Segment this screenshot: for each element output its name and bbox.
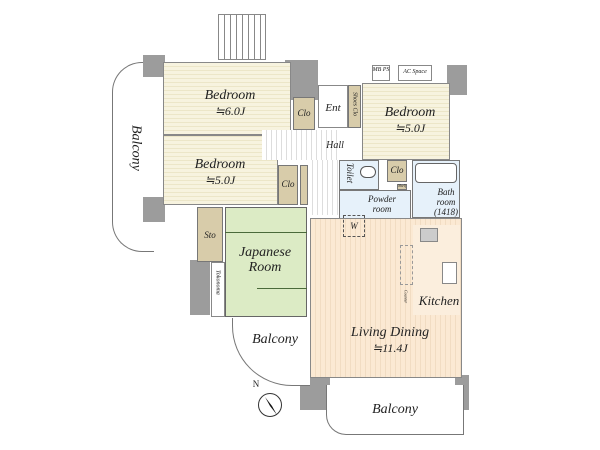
wall-block — [143, 55, 165, 77]
hall-label: Hall — [326, 140, 344, 151]
kitchen-label: Kitchen — [418, 293, 460, 308]
balcony-bottom — [326, 385, 464, 435]
tokonoma-label: Tokonoma — [214, 270, 221, 295]
storage-label: Sto — [204, 230, 216, 240]
bedroom-3-label: Bedroom — [384, 105, 436, 120]
hall — [262, 130, 340, 160]
closet — [387, 160, 407, 182]
balcony-bottom-label: Balcony — [372, 402, 418, 417]
powder-room-label: Powder room — [368, 194, 396, 214]
stove-icon — [420, 228, 438, 242]
bedroom-1-label: Bedroom — [204, 88, 256, 103]
shelf — [397, 184, 407, 190]
shoes-closet — [348, 85, 361, 128]
bedroom-2-size: ≒5.0J — [204, 173, 236, 187]
entrance — [318, 85, 348, 128]
bathtub-icon — [415, 163, 457, 183]
wall-block — [143, 197, 165, 222]
balcony-left-label: Balcony — [128, 125, 144, 171]
toilet-label: Toilet — [344, 163, 355, 184]
shelf-label: Shelf — [398, 183, 406, 188]
closet-label: Clo — [390, 165, 404, 175]
living-dining-size: ≒11.4J — [372, 341, 408, 355]
bedroom-3-size: ≒5.0J — [394, 121, 426, 135]
japanese-room — [225, 207, 307, 317]
ac-space-label: AC Space — [403, 69, 427, 75]
bedroom-1-size: ≒6.0J — [214, 104, 246, 118]
closet-small — [300, 165, 308, 205]
shelf-counter-label: Counter — [403, 290, 409, 304]
closet-label: Clo — [281, 179, 295, 189]
washer-label: W — [350, 220, 358, 231]
living-dining-label: Living Dining — [350, 325, 430, 340]
balcony-small — [232, 318, 310, 386]
ac-space — [398, 65, 432, 81]
kitchen-sink-icon — [442, 262, 457, 284]
entrance-label: Ent — [325, 102, 341, 114]
stairs — [218, 14, 266, 60]
mb-ps-label: MB PS — [372, 67, 390, 73]
tatami-line — [257, 288, 307, 289]
toilet-bowl-icon — [360, 166, 376, 178]
washer-space: W — [343, 215, 365, 237]
bedroom-2 — [163, 135, 278, 205]
japanese-room-label: Japanese Room — [238, 245, 292, 276]
tatami-line — [225, 232, 307, 233]
bathroom-label: Bath room (1418) — [434, 187, 458, 217]
wall-block — [190, 260, 210, 315]
closet-label: Clo — [297, 108, 311, 118]
bedroom-3 — [362, 83, 450, 160]
compass-icon — [258, 393, 282, 417]
shoes-closet-label: Shoes Clo — [351, 92, 358, 117]
bedroom-2-label: Bedroom — [194, 157, 246, 172]
mb-ps — [372, 65, 390, 81]
bedroom-1 — [163, 62, 291, 135]
storage — [197, 207, 223, 262]
balcony-small-label: Balcony — [252, 332, 298, 347]
closet — [278, 165, 298, 205]
tokonoma — [211, 262, 225, 317]
wall-block — [447, 65, 467, 95]
compass-north-label: N — [252, 379, 260, 389]
shelf-counter — [400, 245, 413, 285]
closet — [293, 97, 315, 130]
balcony-left — [112, 62, 154, 252]
hall — [308, 160, 340, 215]
